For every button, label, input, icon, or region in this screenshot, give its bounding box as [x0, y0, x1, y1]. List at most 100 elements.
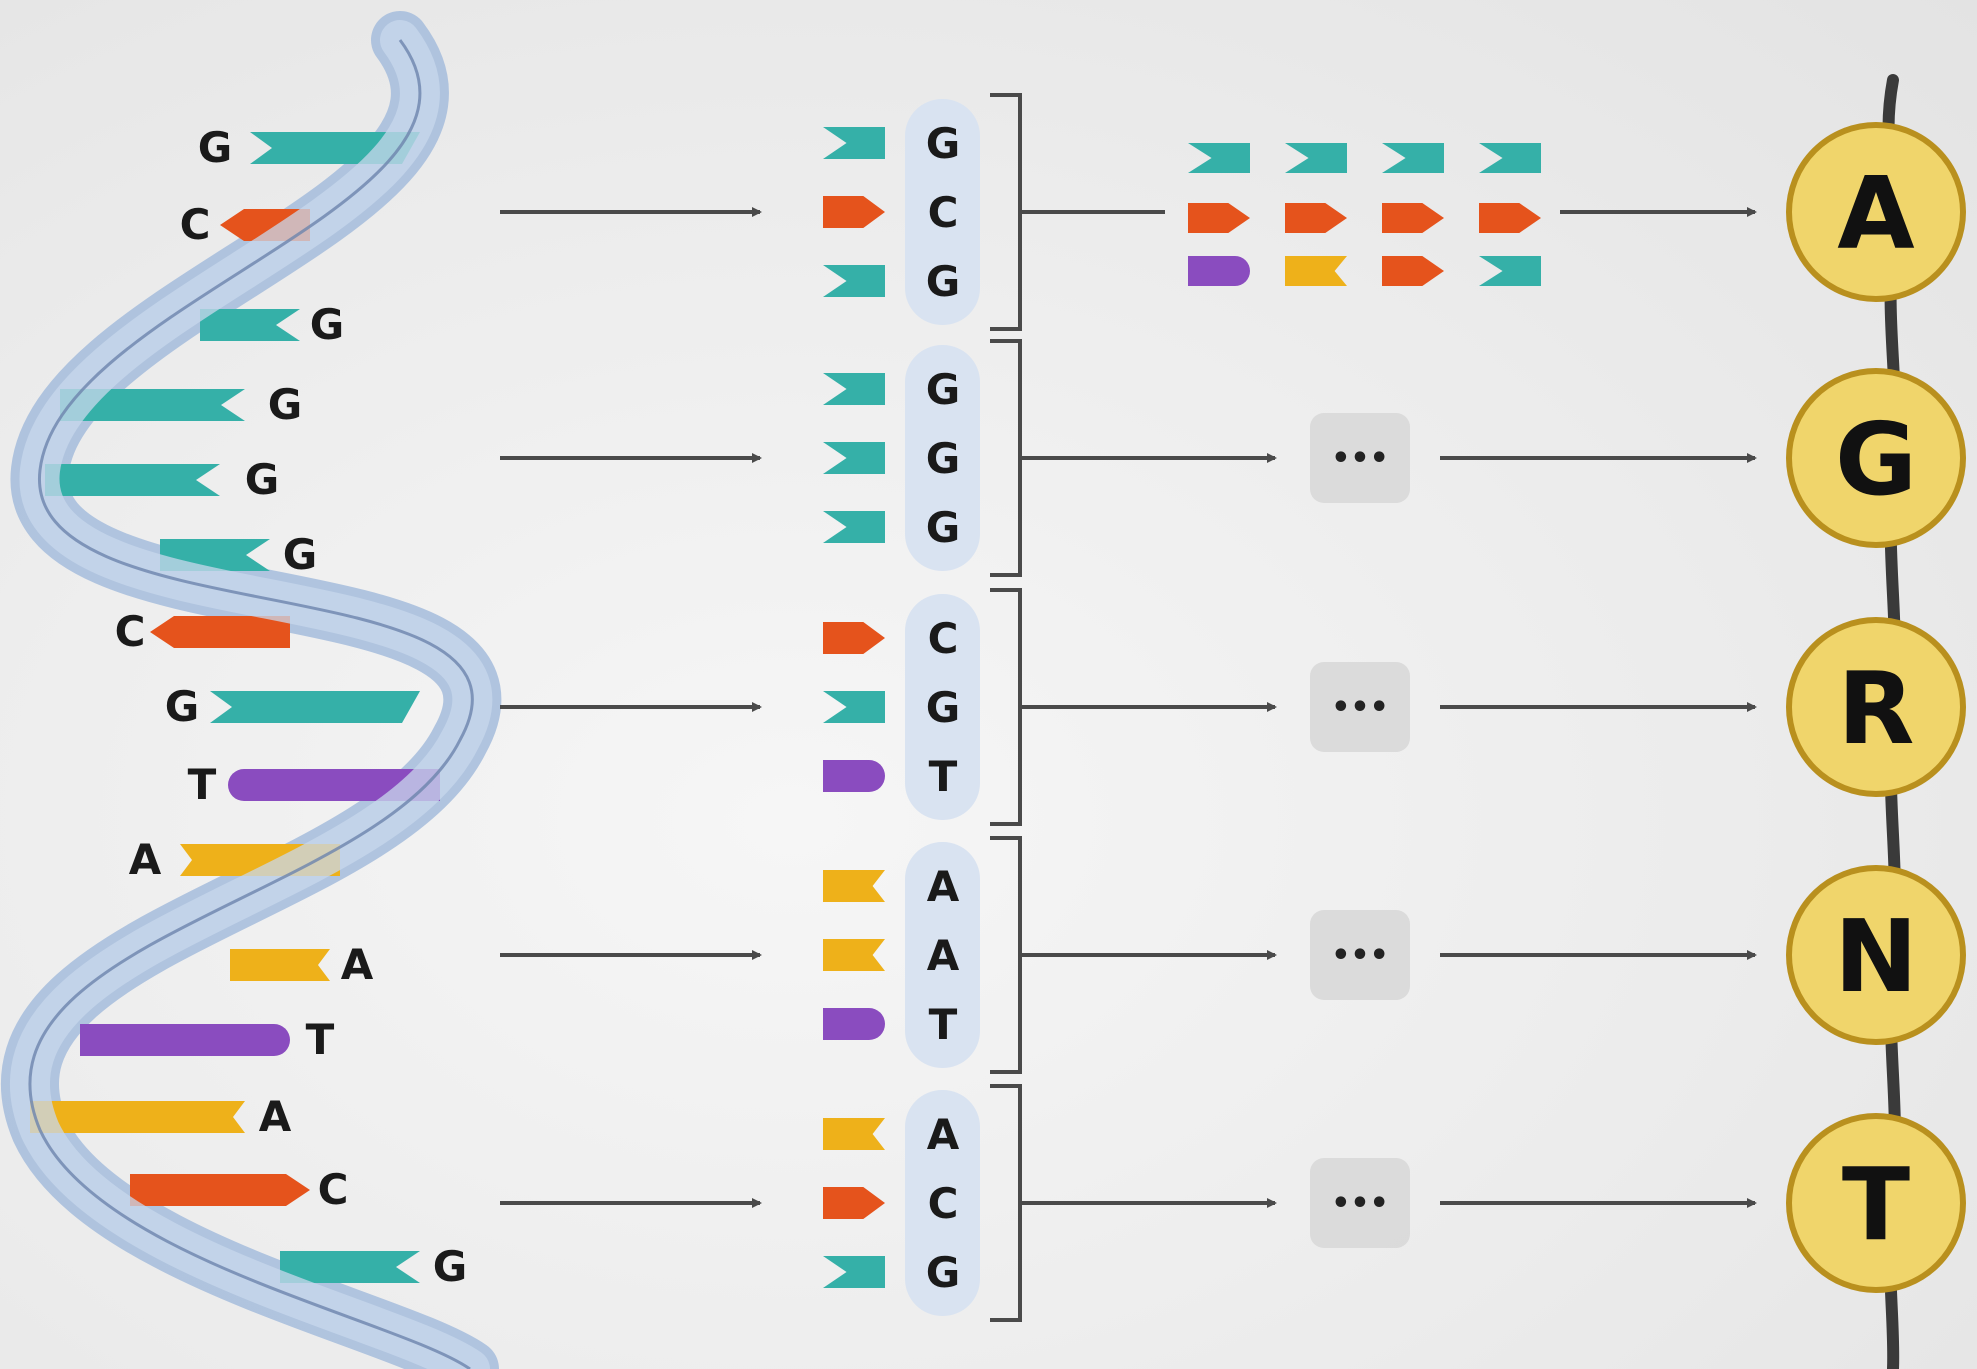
codon-base-label: A	[927, 862, 960, 911]
codon-row-3: CGT ••• R	[500, 588, 1966, 826]
codon-base-label: T	[929, 752, 958, 801]
codon-base-label: G	[926, 683, 960, 732]
adenine-base-shape	[823, 939, 885, 971]
helix-base-pair-8: G	[165, 682, 420, 731]
amino-acid-letter: R	[1837, 650, 1914, 767]
adenine-base-shape	[230, 949, 330, 981]
helix-base-pair-14: C	[130, 1165, 348, 1214]
guanine-base-shape	[1285, 143, 1347, 173]
helix-base-label: T	[306, 1015, 335, 1064]
codon-row-4: AAT•••N	[500, 836, 1966, 1074]
guanine-base-shape	[280, 1251, 420, 1283]
codon-base-label: C	[928, 1179, 959, 1228]
thymine-base-shape	[80, 1024, 290, 1056]
process-ellipsis-box	[1310, 1158, 1410, 1248]
process-ellipsis: •••	[1331, 441, 1389, 476]
amino-acid-letter: N	[1834, 898, 1918, 1015]
codon-base-label: C	[928, 614, 959, 663]
guanine-base-shape	[823, 1256, 885, 1288]
guanine-base-shape	[823, 511, 885, 543]
helix-base-label: A	[259, 1092, 292, 1141]
codon-base-label: G	[926, 1248, 960, 1297]
amino-acid-bead-N: N	[1786, 865, 1966, 1045]
helix-base-label: G	[165, 682, 199, 731]
codon-highlight-pill	[905, 1090, 980, 1316]
adenine-base-shape	[823, 870, 885, 902]
amino-acid-circle	[1786, 1113, 1966, 1293]
cytosine-base-shape	[150, 616, 290, 648]
helix-base-label: G	[198, 123, 232, 172]
cytosine-base-shape	[1479, 203, 1541, 233]
helix-base-pair-4: G	[60, 380, 302, 429]
amino-acid-bead-G: G	[1786, 368, 1966, 548]
process-ellipsis-box	[1310, 662, 1410, 752]
helix-base-label: G	[268, 380, 302, 429]
codon-row-1: GCG A	[500, 93, 1966, 331]
adenine-base-shape	[1285, 256, 1347, 286]
helix-base-label: A	[341, 940, 374, 989]
guanine-base-shape	[1479, 256, 1541, 286]
helix-base-label: C	[115, 607, 146, 656]
guanine-base-shape	[45, 464, 220, 496]
guanine-base-shape	[1382, 143, 1444, 173]
amino-acid-bead-T: T	[1786, 1113, 1966, 1293]
codon-highlight-pill	[905, 345, 980, 571]
codon-base-label: G	[926, 257, 960, 306]
codon-highlight-pill	[905, 842, 980, 1068]
codon-highlight-pill	[905, 99, 980, 325]
guanine-base-shape	[60, 389, 245, 421]
amino-acid-circle	[1786, 617, 1966, 797]
guanine-base-shape	[823, 265, 885, 297]
amino-acid-circle	[1786, 865, 1966, 1045]
cytosine-base-shape	[130, 1174, 310, 1206]
helix-base-label: G	[283, 530, 317, 579]
helix-base-pair-15: G	[280, 1242, 467, 1291]
amino-acid-letter: G	[1835, 401, 1917, 518]
cytosine-base-shape	[1382, 256, 1444, 286]
process-ellipsis: •••	[1331, 690, 1389, 725]
process-ellipsis: •••	[1331, 938, 1389, 973]
cytosine-base-shape	[823, 1187, 885, 1219]
process-ellipsis: •••	[1331, 1186, 1389, 1221]
amino-acid-letter: A	[1837, 155, 1914, 272]
codon-base-label: G	[926, 365, 960, 414]
guanine-base-shape	[200, 309, 300, 341]
thymine-base-shape	[823, 760, 885, 792]
guanine-base-shape	[823, 691, 885, 723]
codon-base-label: A	[927, 931, 960, 980]
codon-bracket	[990, 588, 1022, 826]
amino-acid-circle	[1786, 122, 1966, 302]
helix-base-label: C	[180, 200, 211, 249]
process-ellipsis-box	[1310, 910, 1410, 1000]
codon-expansion-grid	[1188, 143, 1541, 286]
helix-base-pair-13: A	[30, 1092, 292, 1141]
codon-base-label: G	[926, 119, 960, 168]
amino-acid-letter: T	[1842, 1146, 1910, 1263]
helix-base-pair-12: T	[80, 1015, 335, 1064]
codon-base-label: G	[926, 434, 960, 483]
helix-base-label: A	[129, 835, 162, 884]
codon-base-label: C	[928, 188, 959, 237]
guanine-base-shape	[823, 127, 885, 159]
helix-base-pair-3: G	[200, 300, 344, 349]
codon-base-label: G	[926, 503, 960, 552]
process-ellipsis-box	[1310, 413, 1410, 503]
helix-base-pair-11: A	[230, 940, 374, 989]
guanine-base-shape	[823, 442, 885, 474]
codon-base-label: T	[929, 1000, 958, 1049]
helix-base-label: T	[188, 760, 217, 809]
codon-row-5: ACG ••• T	[500, 1084, 1966, 1322]
guanine-base-shape	[823, 373, 885, 405]
adenine-base-shape	[823, 1118, 885, 1150]
amino-acid-bead-A: A	[1786, 122, 1966, 302]
codon-base-label: A	[927, 1110, 960, 1159]
helix-backbone-line	[28, 39, 474, 1369]
guanine-base-shape	[1479, 143, 1541, 173]
codon-row-2: GGG•••G	[500, 339, 1966, 577]
codon-bracket	[990, 339, 1022, 577]
codon-highlight-pill	[905, 594, 980, 820]
cytosine-base-shape	[823, 622, 885, 654]
thymine-base-shape	[823, 1008, 885, 1040]
